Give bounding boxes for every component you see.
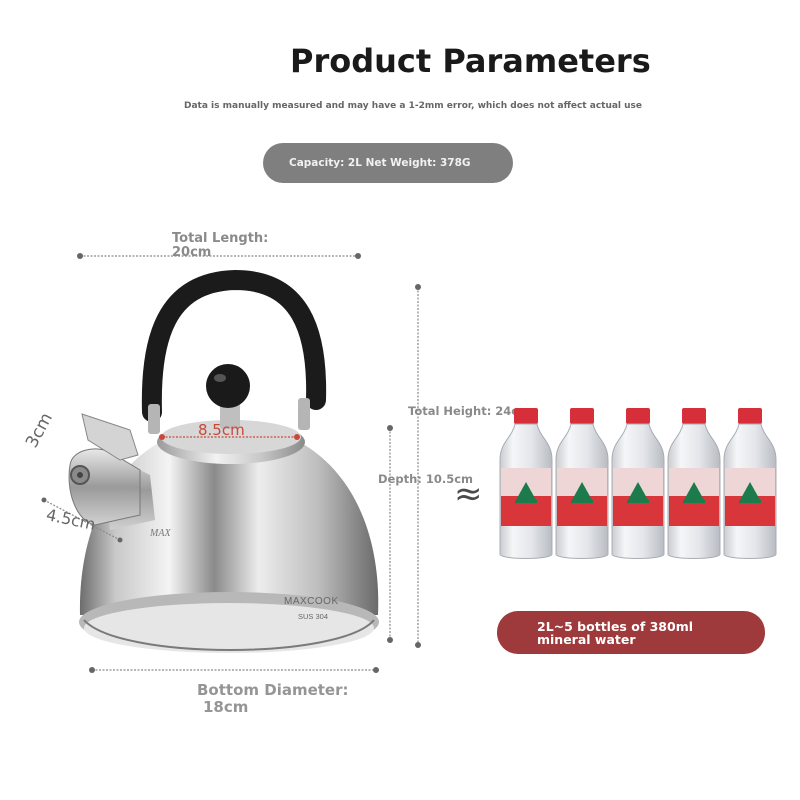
bottle-logo-icon xyxy=(740,482,760,500)
brand-engraving: MAXCOOK xyxy=(284,596,339,607)
bottle-logo-icon xyxy=(516,482,536,500)
total-length-title: Total Length: xyxy=(172,231,269,246)
page-title: Product Parameters xyxy=(290,42,651,80)
water-equivalence-line1: 2L~5 bottles of 380ml xyxy=(537,618,694,634)
bottle-cap xyxy=(626,408,650,424)
bottle-logo-base xyxy=(683,500,705,503)
water-equivalence-badge: 2L~5 bottles of 380ml mineral water xyxy=(497,611,765,654)
bottom-endpoint-left xyxy=(89,667,95,673)
total-length-value: 20cm xyxy=(172,245,212,260)
approximately-symbol: ≈ xyxy=(454,474,483,514)
max-fill-mark: MAX xyxy=(150,528,171,539)
bottle-cap xyxy=(570,408,594,424)
bottle-logo-icon xyxy=(684,482,704,500)
capacity-text: Capacity: 2L Net Weight: 378G xyxy=(289,157,471,169)
kettle-body xyxy=(79,422,379,653)
length-endpoint-right xyxy=(355,253,361,259)
bottle-logo-base xyxy=(515,500,537,503)
bottom-diameter-value: 18cm xyxy=(203,698,249,716)
height-endpoint-bottom xyxy=(415,642,421,648)
depth-endpoint-top xyxy=(387,425,393,431)
lid-diameter-label: 8.5cm xyxy=(198,421,245,439)
length-endpoint-left xyxy=(77,253,83,259)
bottle-cap xyxy=(682,408,706,424)
lid-knob xyxy=(206,364,250,408)
total-length-label: Total Length: 20cm xyxy=(172,232,268,260)
height-endpoint-top xyxy=(415,284,421,290)
measurement-note: Data is manually measured and may have a… xyxy=(184,101,643,111)
water-bottle xyxy=(499,408,553,559)
water-bottle xyxy=(555,408,609,559)
bottom-endpoint-right xyxy=(373,667,379,673)
bottle-logo-base xyxy=(739,500,761,503)
kettle-spout xyxy=(68,413,155,530)
water-equivalence-line2: mineral water xyxy=(537,631,636,647)
bottle-logo-base xyxy=(571,500,593,503)
water-bottle xyxy=(611,408,665,559)
total-height-label: Total Height: 24cm xyxy=(408,404,531,418)
lid-diameter-line xyxy=(159,434,300,440)
material-engraving: SUS 304 xyxy=(298,612,329,621)
spout-dimension-line xyxy=(41,497,123,543)
depth-label: Depth: 10.5cm xyxy=(378,472,474,486)
title-area: Product Parameters xyxy=(0,42,800,92)
depth-endpoint-bottom xyxy=(387,637,393,643)
bottle-logo-icon xyxy=(572,482,592,500)
bottle-cap xyxy=(514,408,538,424)
bottom-diameter-title: Bottom Diameter: xyxy=(197,681,349,699)
bottom-diameter-label: Bottom Diameter: 18cm xyxy=(197,682,349,716)
bottle-cap xyxy=(738,408,762,424)
water-bottle xyxy=(667,408,721,559)
bottle-logo-icon xyxy=(628,482,648,500)
capacity-badge: Capacity: 2L Net Weight: 378G xyxy=(263,143,513,183)
kettle-handle xyxy=(141,269,327,434)
water-bottle xyxy=(723,408,777,559)
bottle-logo-base xyxy=(627,500,649,503)
